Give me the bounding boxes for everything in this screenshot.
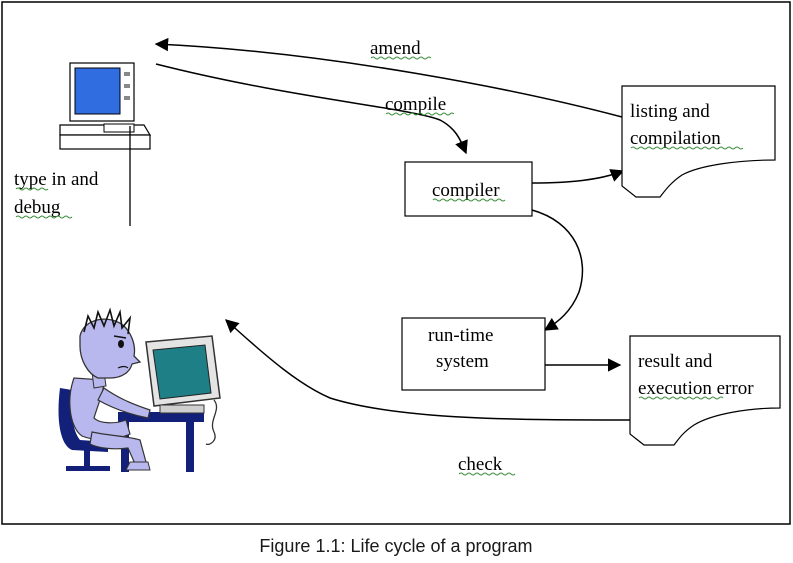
listing-label-line2: compilation <box>630 128 721 149</box>
runtime-label-line2: system <box>436 351 489 372</box>
terminal-label-line2: debug <box>14 197 61 218</box>
programmer-at-computer-icon <box>58 307 221 472</box>
check-label: check <box>458 454 503 475</box>
compiler-to-runtime-edge <box>531 209 584 331</box>
compiler-label: compiler <box>432 180 500 201</box>
compiler-to-listing-edge <box>531 169 625 184</box>
runtime-label-line1: run-time <box>428 325 493 346</box>
amend-label: amend <box>370 38 421 59</box>
compile-label: compile <box>385 94 446 115</box>
result-label-line2: execution error <box>638 378 754 399</box>
result-label-line1: result and <box>638 351 713 372</box>
figure-caption: Figure 1.1: Life cycle of a program <box>259 536 532 556</box>
result-document <box>629 335 781 446</box>
runtime-system-box <box>401 317 546 391</box>
computer-terminal-icon <box>59 62 152 226</box>
check-edge <box>225 319 633 421</box>
amend-edge <box>154 37 623 118</box>
listing-label-line1: listing and <box>630 101 710 122</box>
terminal-label-line1: type in and <box>14 169 99 190</box>
compiler-box <box>404 161 533 217</box>
listing-document <box>621 85 776 198</box>
compile-edge <box>155 63 468 155</box>
